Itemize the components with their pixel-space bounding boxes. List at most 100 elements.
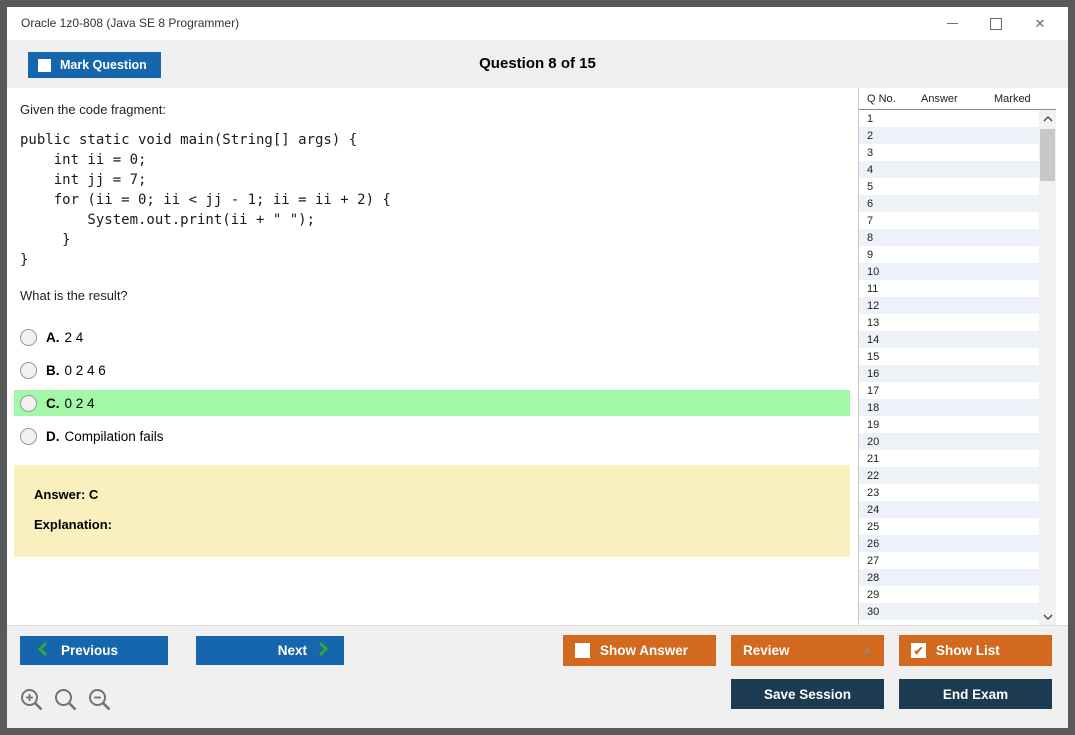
qrow-number: 12	[867, 299, 880, 312]
question-intro: Given the code fragment:	[20, 102, 166, 117]
question-list-row[interactable]: 13	[859, 314, 1039, 331]
option-text: Compilation fails	[64, 428, 164, 444]
question-list-row[interactable]: 10	[859, 263, 1039, 280]
title-bar: Oracle 1z0-808 (Java SE 8 Programmer) ✕	[7, 7, 1068, 40]
show-list-button[interactable]: ✔ Show List	[899, 635, 1052, 666]
question-list-row[interactable]: 2	[859, 127, 1039, 144]
question-list-row[interactable]: 25	[859, 518, 1039, 535]
close-button[interactable]: ✕	[1018, 7, 1062, 40]
question-list-row[interactable]: 6	[859, 195, 1039, 212]
scroll-up-icon[interactable]	[1039, 110, 1056, 127]
show-answer-checkbox[interactable]	[575, 643, 590, 658]
qrow-number: 14	[867, 333, 880, 346]
answer-option-a[interactable]: A. 2 4	[14, 324, 850, 350]
question-list-row[interactable]: 23	[859, 484, 1039, 501]
zoom-out-icon[interactable]	[88, 688, 113, 713]
end-exam-button[interactable]: End Exam	[899, 679, 1052, 709]
question-list-row[interactable]: 7	[859, 212, 1039, 229]
question-list-header: Q No. Answer Marked	[859, 88, 1056, 110]
next-label: Next	[277, 643, 307, 658]
radio-icon[interactable]	[20, 361, 37, 379]
answer-option-c[interactable]: C. 0 2 4	[14, 390, 850, 416]
question-list-row[interactable]: 20	[859, 433, 1039, 450]
command-bar: Question 8 of 15 Mark Question	[7, 40, 1068, 88]
answer-option-d[interactable]: D. Compilation fails	[14, 423, 850, 449]
question-list-row[interactable]: 15	[859, 348, 1039, 365]
maximize-button[interactable]	[974, 7, 1018, 40]
question-list-row[interactable]: 5	[859, 178, 1039, 195]
question-list-row[interactable]: 24	[859, 501, 1039, 518]
next-button[interactable]: Next	[196, 636, 344, 665]
question-list-scrollbar[interactable]	[1039, 110, 1056, 625]
option-letter: B.	[46, 362, 60, 378]
qrow-number: 24	[867, 503, 880, 516]
qrow-number: 26	[867, 537, 880, 550]
window-title: Oracle 1z0-808 (Java SE 8 Programmer)	[21, 16, 240, 30]
mark-question-label: Mark Question	[60, 58, 147, 72]
show-answer-label: Show Answer	[600, 643, 689, 658]
zoom-in-icon[interactable]	[20, 688, 45, 713]
option-text: 0 2 4	[64, 395, 95, 411]
answer-line: Answer: C	[34, 487, 99, 502]
question-list-row[interactable]: 22	[859, 467, 1039, 484]
qrow-number: 9	[867, 248, 874, 261]
qrow-number: 19	[867, 418, 880, 431]
previous-button[interactable]: Previous	[20, 636, 168, 665]
answer-explanation-box: Answer: C Explanation:	[14, 465, 850, 557]
radio-icon[interactable]	[20, 328, 37, 346]
question-list-row[interactable]: 19	[859, 416, 1039, 433]
end-exam-label: End Exam	[942, 686, 1009, 702]
scrollbar-thumb[interactable]	[1040, 129, 1055, 181]
zoom-reset-icon[interactable]	[54, 688, 79, 713]
question-list-row[interactable]: 14	[859, 331, 1039, 348]
qrow-number: 28	[867, 571, 880, 584]
question-list-row[interactable]: 17	[859, 382, 1039, 399]
qrow-number: 5	[867, 180, 874, 193]
question-list-row[interactable]: 29	[859, 586, 1039, 603]
save-session-button[interactable]: Save Session	[731, 679, 884, 709]
answer-option-b[interactable]: B. 0 2 4 6	[14, 357, 850, 383]
save-session-label: Save Session	[763, 686, 852, 702]
qrow-number: 20	[867, 435, 880, 448]
qrow-number: 29	[867, 588, 880, 601]
option-letter: C.	[46, 395, 60, 411]
close-icon: ✕	[1034, 16, 1046, 31]
question-list-row[interactable]: 16	[859, 365, 1039, 382]
question-list-row[interactable]: 30	[859, 603, 1039, 620]
option-letter: A.	[46, 329, 60, 345]
qrow-number: 6	[867, 197, 874, 210]
question-list-row[interactable]: 9	[859, 246, 1039, 263]
question-list-row[interactable]: 18	[859, 399, 1039, 416]
question-list-row[interactable]: 26	[859, 535, 1039, 552]
question-list-row[interactable]: 28	[859, 569, 1039, 586]
main-content: Given the code fragment: public static v…	[7, 88, 1068, 625]
explanation-line: Explanation:	[34, 517, 113, 532]
scroll-down-icon[interactable]	[1039, 608, 1056, 625]
radio-icon[interactable]	[20, 427, 37, 445]
minimize-button[interactable]	[930, 7, 974, 40]
column-marked: Marked	[994, 92, 1031, 105]
question-list-row[interactable]: 27	[859, 552, 1039, 569]
question-prompt: What is the result?	[20, 288, 128, 303]
question-list-row[interactable]: 3	[859, 144, 1039, 161]
window-controls: ✕	[930, 7, 1062, 40]
qrow-number: 13	[867, 316, 880, 329]
question-list-row[interactable]: 12	[859, 297, 1039, 314]
question-counter: Question 8 of 15	[479, 55, 596, 72]
mark-question-checkbox[interactable]	[38, 58, 51, 72]
qrow-number: 21	[867, 452, 880, 465]
question-list-row[interactable]: 11	[859, 280, 1039, 297]
show-list-checkbox[interactable]: ✔	[911, 643, 926, 658]
question-list-row[interactable]: 1	[859, 110, 1039, 127]
question-list-row[interactable]: 21	[859, 450, 1039, 467]
question-list-row[interactable]: 8	[859, 229, 1039, 246]
mark-question-button[interactable]: Mark Question	[28, 52, 161, 78]
question-list-row[interactable]: 4	[859, 161, 1039, 178]
qrow-number: 17	[867, 384, 880, 397]
review-dropdown-button[interactable]: Review ▲	[731, 635, 884, 666]
qrow-number: 8	[867, 231, 874, 244]
qrow-number: 25	[867, 520, 880, 533]
radio-icon[interactable]	[20, 394, 37, 412]
show-answer-button[interactable]: Show Answer	[563, 635, 716, 666]
